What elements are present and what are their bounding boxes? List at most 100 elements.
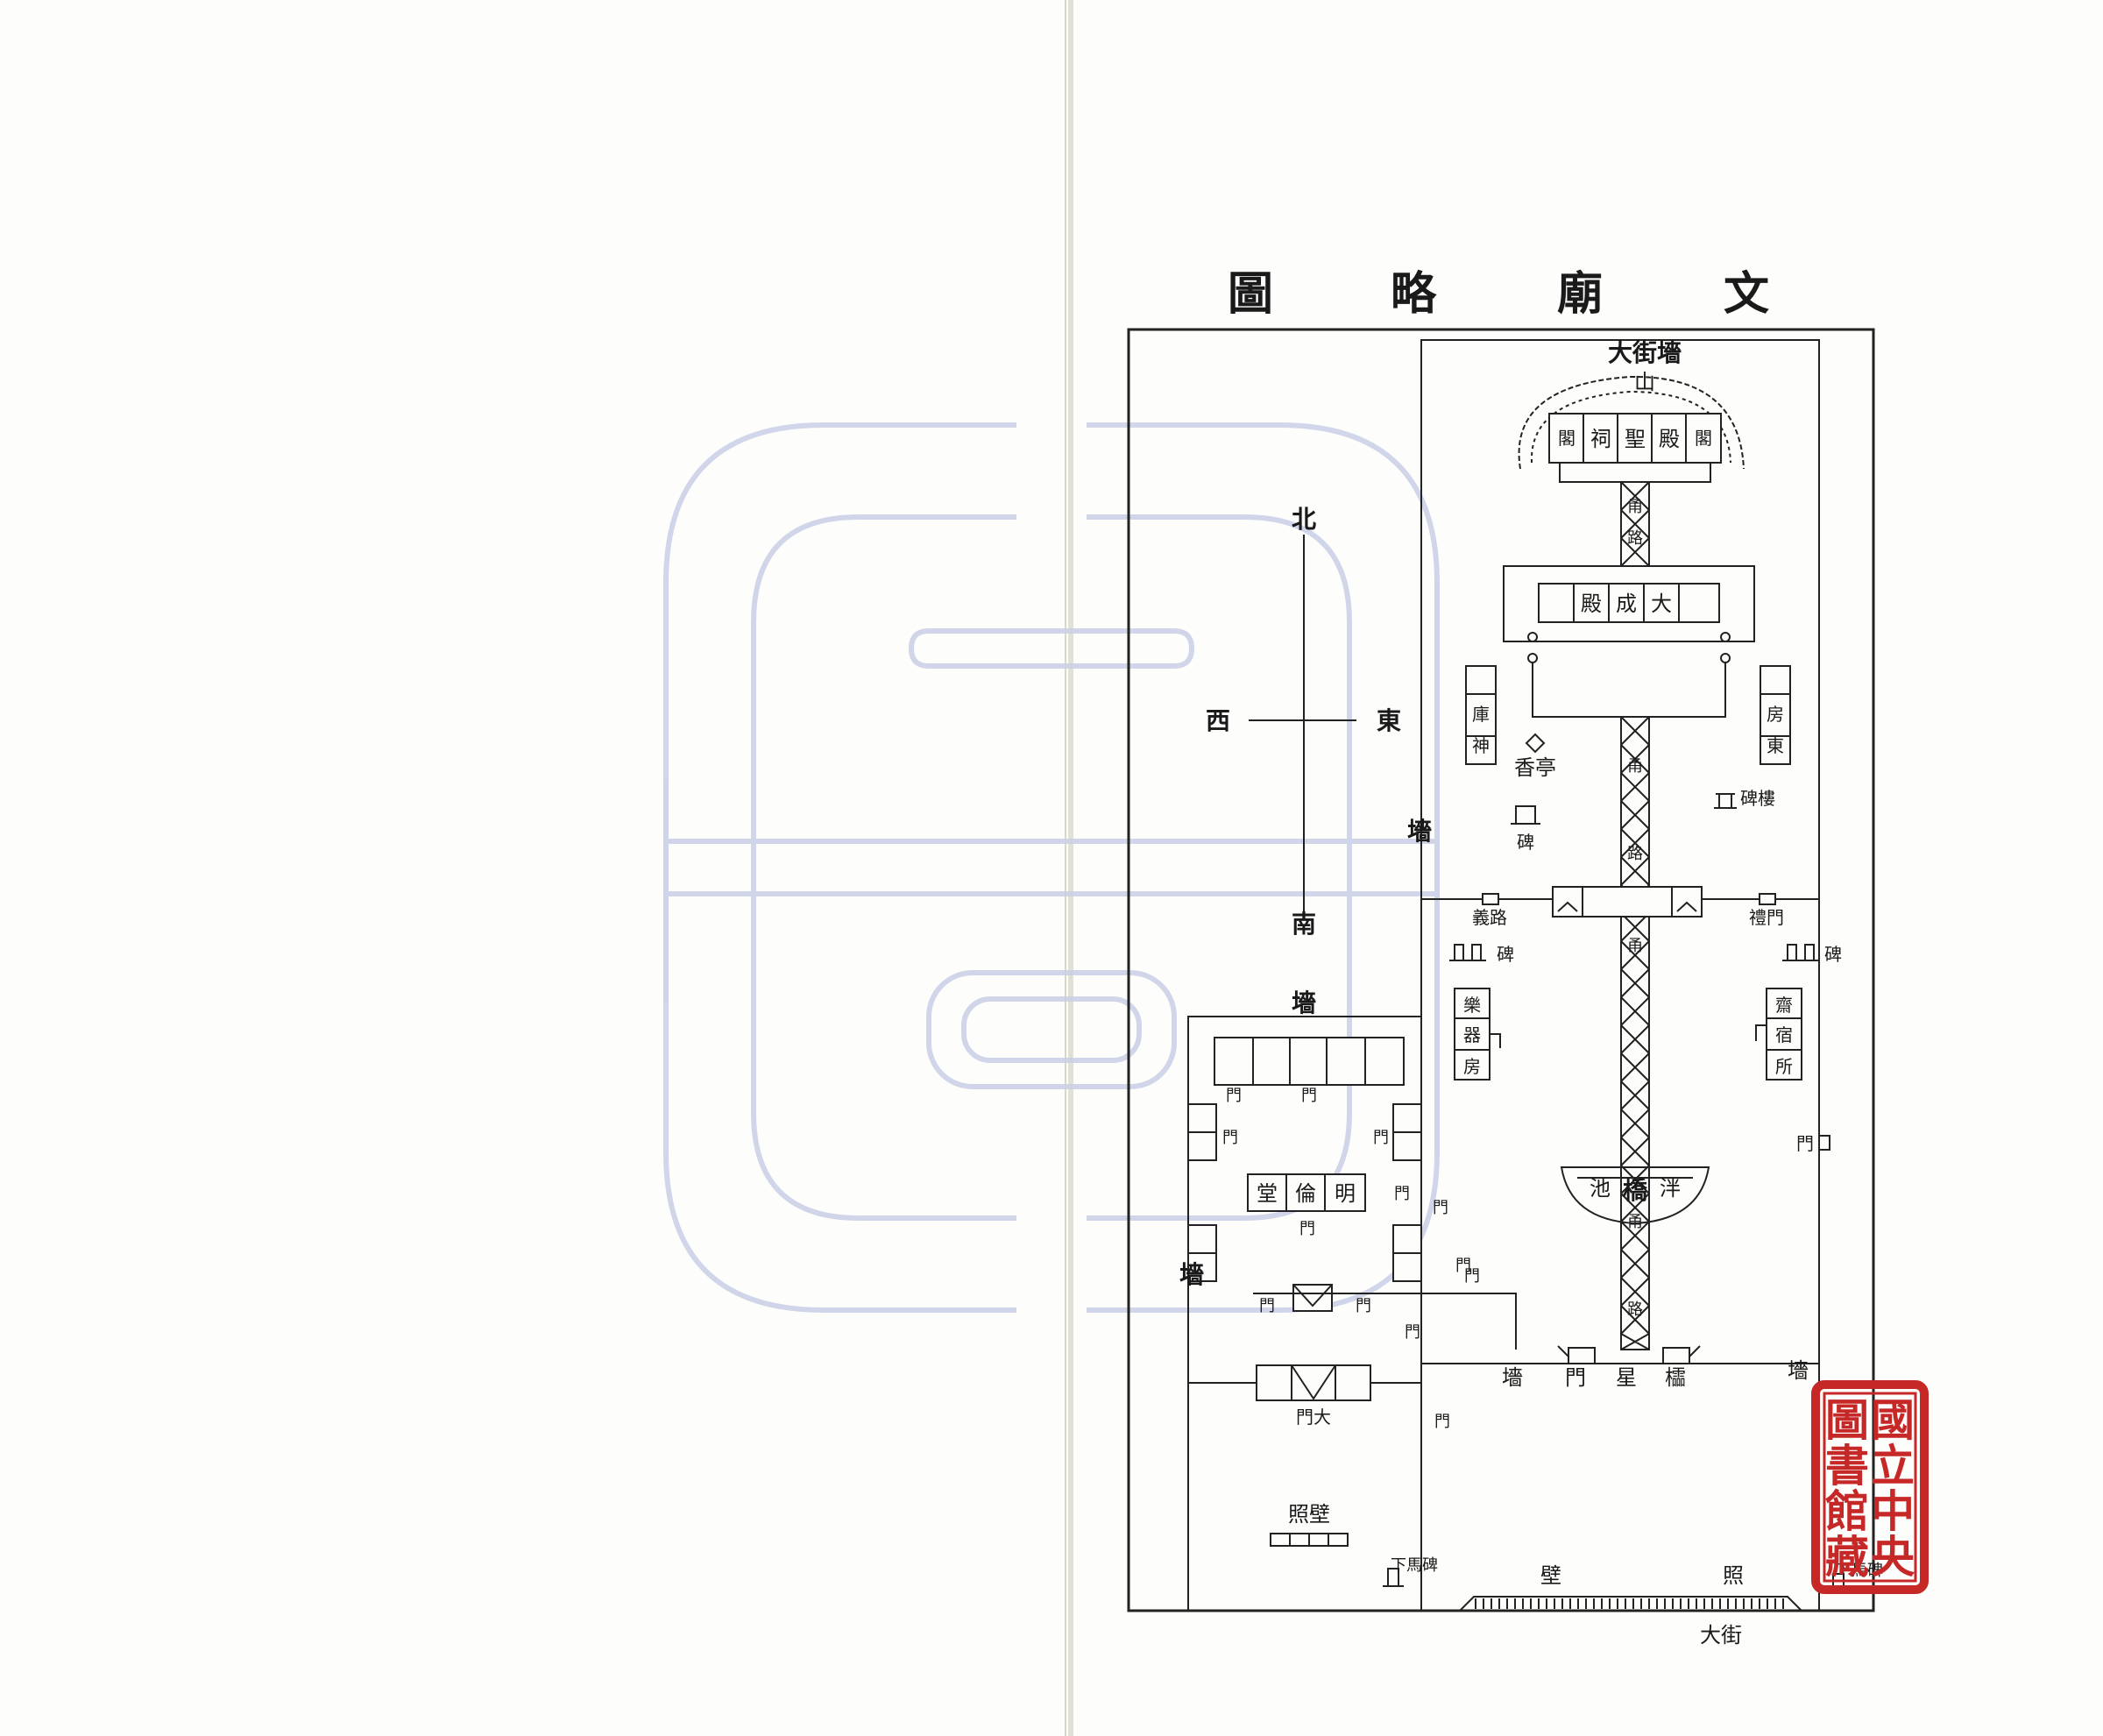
screen-wall-left: 照壁: [1270, 1502, 1349, 1547]
svg-text:橋: 橋: [1623, 1176, 1648, 1205]
svg-text:門: 門: [1356, 1297, 1371, 1315]
svg-text:照: 照: [1723, 1563, 1744, 1588]
outer-frame: [1127, 328, 1875, 1612]
pan-pool-bridge: 池 橋 泮: [1560, 1166, 1710, 1225]
svg-text:櫺: 櫺: [1665, 1365, 1686, 1390]
compass-south: 南: [1292, 910, 1316, 939]
svg-text:壁: 壁: [1540, 1563, 1561, 1588]
library-watermark-icon: [663, 422, 1440, 1313]
svg-text:略: 略: [1391, 267, 1437, 321]
svg-text:義路: 義路: [1472, 907, 1507, 928]
collection-seal: 國 立 中 央 圖 書 館 藏: [1811, 1380, 1929, 1594]
svg-text:門: 門: [1434, 1413, 1450, 1431]
svg-text:門: 門: [1455, 1257, 1471, 1275]
wall-label-mid: 墻: [1407, 817, 1432, 846]
svg-text:東: 東: [1767, 735, 1784, 756]
svg-text:器: 器: [1463, 1024, 1481, 1045]
wall-label-left2: 墻: [1179, 1260, 1204, 1289]
axis-walkway-main: 甬 路 甬 甬 路: [1620, 716, 1650, 1350]
svg-text:門: 門: [1565, 1365, 1586, 1390]
svg-text:聖: 聖: [1625, 427, 1646, 451]
svg-text:墻: 墻: [1788, 1358, 1809, 1383]
shen-ku-room: 庫 神: [1465, 665, 1497, 765]
svg-text:門: 門: [1464, 1267, 1480, 1286]
stele-pavilion: 碑樓: [1714, 788, 1775, 809]
compass-north: 北: [1292, 505, 1316, 534]
incense-pavilion: 香亭: [1514, 733, 1556, 780]
dacheng-hall: 殿 成 大: [1503, 565, 1755, 718]
svg-text:館: 館: [1825, 1485, 1869, 1537]
svg-text:堂: 堂: [1257, 1181, 1278, 1206]
svg-text:照壁: 照壁: [1288, 1502, 1330, 1527]
svg-text:祠: 祠: [1590, 427, 1611, 451]
svg-text:下馬碑: 下馬碑: [1836, 1562, 1883, 1580]
svg-text:甬: 甬: [1627, 1213, 1643, 1231]
music-instrument-room: 樂 器 房: [1454, 988, 1501, 1081]
school-gate: 門 門 門 門: [1253, 1267, 1517, 1350]
svg-text:墻: 墻: [1502, 1365, 1523, 1390]
stele-row-left: 碑: [1449, 944, 1514, 965]
svg-text:大街: 大街: [1700, 1623, 1742, 1647]
svg-text:門: 門: [1259, 1297, 1275, 1315]
minglun-hall: 堂 倫 明 門 門: [1247, 1173, 1410, 1238]
svg-text:中: 中: [1871, 1485, 1915, 1537]
svg-text:甬: 甬: [1627, 498, 1643, 516]
svg-text:所: 所: [1775, 1056, 1793, 1077]
svg-text:門: 門: [1301, 1087, 1317, 1105]
compass-west: 西: [1206, 706, 1230, 735]
axis-walkway-upper: 甬 路: [1620, 481, 1650, 567]
street-label-bottom: 大街: [1700, 1623, 1742, 1647]
svg-text:大街墻: 大街墻: [1608, 338, 1682, 367]
svg-text:閣: 閣: [1695, 428, 1712, 449]
svg-text:門: 門: [1433, 1199, 1448, 1217]
stele-row-right: 碑: [1782, 944, 1842, 965]
svg-text:門: 門: [1796, 1133, 1814, 1154]
svg-text:樂: 樂: [1463, 995, 1481, 1016]
svg-text:大: 大: [1651, 592, 1672, 616]
school-main-gate: 門大 門: [1188, 1364, 1450, 1431]
svg-text:門: 門: [1394, 1185, 1410, 1203]
svg-text:泮: 泮: [1660, 1176, 1681, 1201]
school-side-rooms: 門 門 門 門: [1187, 1103, 1471, 1282]
svg-text:房: 房: [1463, 1056, 1481, 1077]
svg-text:禮門: 禮門: [1749, 907, 1784, 928]
svg-text:碑樓: 碑樓: [1740, 788, 1775, 809]
svg-text:藏: 藏: [1825, 1531, 1869, 1583]
svg-text:庫: 庫: [1472, 704, 1490, 725]
dismount-stele-left: 下馬碑: [1383, 1556, 1438, 1587]
svg-text:碑: 碑: [1497, 944, 1514, 965]
svg-text:殿: 殿: [1659, 427, 1680, 451]
svg-text:甬: 甬: [1627, 937, 1643, 955]
svg-text:閣: 閣: [1558, 428, 1575, 449]
svg-text:路: 路: [1627, 1300, 1643, 1319]
svg-text:門: 門: [1222, 1129, 1238, 1147]
svg-text:門: 門: [1299, 1220, 1315, 1238]
svg-text:門: 門: [1226, 1087, 1242, 1105]
svg-text:池: 池: [1590, 1176, 1611, 1201]
temple-compound: [1420, 339, 1820, 1612]
svg-text:山: 山: [1634, 370, 1655, 394]
svg-text:甬: 甬: [1627, 757, 1643, 776]
svg-text:門: 門: [1405, 1323, 1420, 1342]
svg-text:圖: 圖: [1825, 1394, 1869, 1446]
school-rear-rooms: 門 門: [1214, 1037, 1405, 1105]
svg-text:門: 門: [1373, 1129, 1389, 1147]
svg-text:文: 文: [1724, 267, 1769, 321]
svg-text:圖: 圖: [1228, 267, 1273, 321]
svg-text:書: 書: [1825, 1440, 1869, 1492]
svg-text:星: 星: [1616, 1365, 1637, 1390]
screen-wall-bottom: 壁 照: [1459, 1563, 1802, 1612]
wall-label-left: 墻: [1292, 988, 1316, 1017]
svg-text:倫: 倫: [1295, 1181, 1316, 1206]
page-title: 文 廟 略 圖: [1228, 267, 1769, 321]
middle-gate-row: 義路 禮門: [1421, 886, 1819, 928]
svg-text:神: 神: [1472, 735, 1490, 756]
svg-text:路: 路: [1627, 529, 1643, 548]
dong-fang-room: 房 東: [1760, 665, 1791, 765]
side-gate-east: 門: [1796, 1133, 1830, 1154]
svg-text:碑: 碑: [1517, 832, 1534, 853]
stele-left: 碑: [1511, 805, 1540, 853]
fasting-room: 齋 宿 所: [1755, 988, 1802, 1081]
school-compound: [1187, 1016, 1422, 1612]
